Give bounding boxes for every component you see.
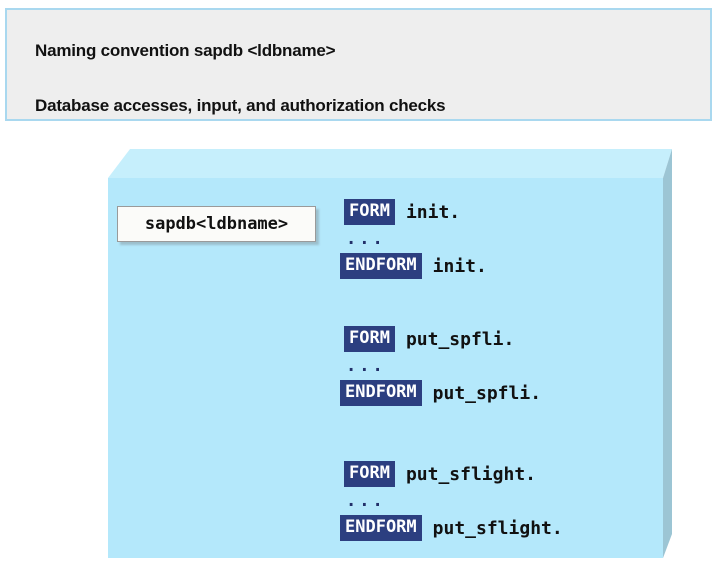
sapdb-ldbname-label-box: sapdb<ldbname> bbox=[117, 206, 316, 242]
keyword-form-badge: FORM bbox=[344, 326, 395, 352]
block-front-face-shape bbox=[108, 178, 663, 558]
code-row-endform-close: ENDFORM put_sflight. bbox=[340, 514, 563, 542]
keyword-form-badge: FORM bbox=[344, 461, 395, 487]
block-top-face-shape bbox=[108, 149, 672, 178]
keyword-endform-badge: ENDFORM bbox=[340, 380, 422, 406]
code-row-form-open: FORM put_sflight. bbox=[340, 460, 563, 488]
header-callout-box: Naming convention sapdb <ldbname> Databa… bbox=[5, 8, 712, 121]
form-routine-name: init. bbox=[405, 201, 461, 223]
ellipsis-text: ... bbox=[346, 229, 386, 249]
code-row-ellipsis: ... bbox=[340, 226, 487, 252]
code-row-form-open: FORM put_spfli. bbox=[340, 325, 541, 353]
code-row-ellipsis: ... bbox=[340, 353, 541, 379]
keyword-endform-badge: ENDFORM bbox=[340, 515, 422, 541]
code-row-ellipsis: ... bbox=[340, 488, 563, 514]
three-d-block-diagram bbox=[100, 145, 690, 565]
code-row-form-open: FORM init. bbox=[340, 198, 487, 226]
form-routine-name: put_spfli. bbox=[405, 328, 515, 350]
keyword-endform-badge: ENDFORM bbox=[340, 253, 422, 279]
code-block-init: FORM init. ... ENDFORM init. bbox=[340, 198, 487, 280]
endform-routine-name: init. bbox=[432, 255, 487, 277]
header-line-naming-convention: Naming convention sapdb <ldbname> bbox=[35, 41, 336, 60]
ellipsis-text: ... bbox=[346, 491, 386, 511]
header-line-database-accesses: Database accesses, input, and authorizat… bbox=[35, 96, 446, 115]
keyword-form-badge: FORM bbox=[344, 199, 395, 225]
code-row-endform-close: ENDFORM put_spfli. bbox=[340, 379, 541, 407]
form-routine-name: put_sflight. bbox=[405, 463, 536, 485]
block-right-face-shape bbox=[663, 149, 672, 558]
sapdb-ldbname-label-text: sapdb<ldbname> bbox=[144, 214, 289, 234]
endform-routine-name: put_sflight. bbox=[432, 517, 563, 539]
code-row-endform-close: ENDFORM init. bbox=[340, 252, 487, 280]
code-block-put-spfli: FORM put_spfli. ... ENDFORM put_spfli. bbox=[340, 325, 541, 407]
ellipsis-text: ... bbox=[346, 356, 386, 376]
code-block-put-sflight: FORM put_sflight. ... ENDFORM put_sfligh… bbox=[340, 460, 563, 542]
endform-routine-name: put_spfli. bbox=[432, 382, 542, 404]
